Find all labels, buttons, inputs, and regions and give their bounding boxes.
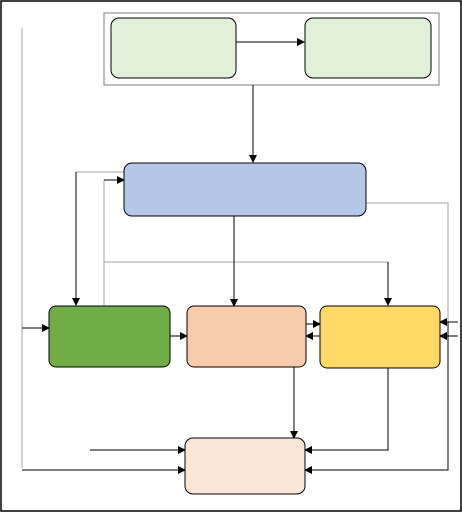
central-node: [123, 162, 367, 217]
green-to-central-gray: [103, 179, 124, 305]
salmon-node: [186, 305, 307, 368]
yellow-box: [319, 305, 441, 369]
top-left-box: [110, 17, 237, 79]
arrow-right-to-bottom: [304, 322, 449, 474]
top-right-node: [304, 17, 432, 79]
arrow-yellow-to-bottom: [304, 368, 389, 454]
bottom-box: [184, 437, 306, 495]
central-box: [123, 162, 367, 217]
green-box: [48, 305, 171, 368]
top-right-box: [304, 17, 432, 79]
salmon-box: [186, 305, 307, 368]
yellow-node: [319, 305, 441, 369]
top-left-node: [110, 17, 237, 79]
bottom-node: [184, 437, 306, 495]
dark-connectors: [22, 38, 458, 474]
top-group-frame: [103, 12, 440, 86]
gray-connectors: [21, 28, 449, 468]
green-node: [48, 305, 171, 368]
